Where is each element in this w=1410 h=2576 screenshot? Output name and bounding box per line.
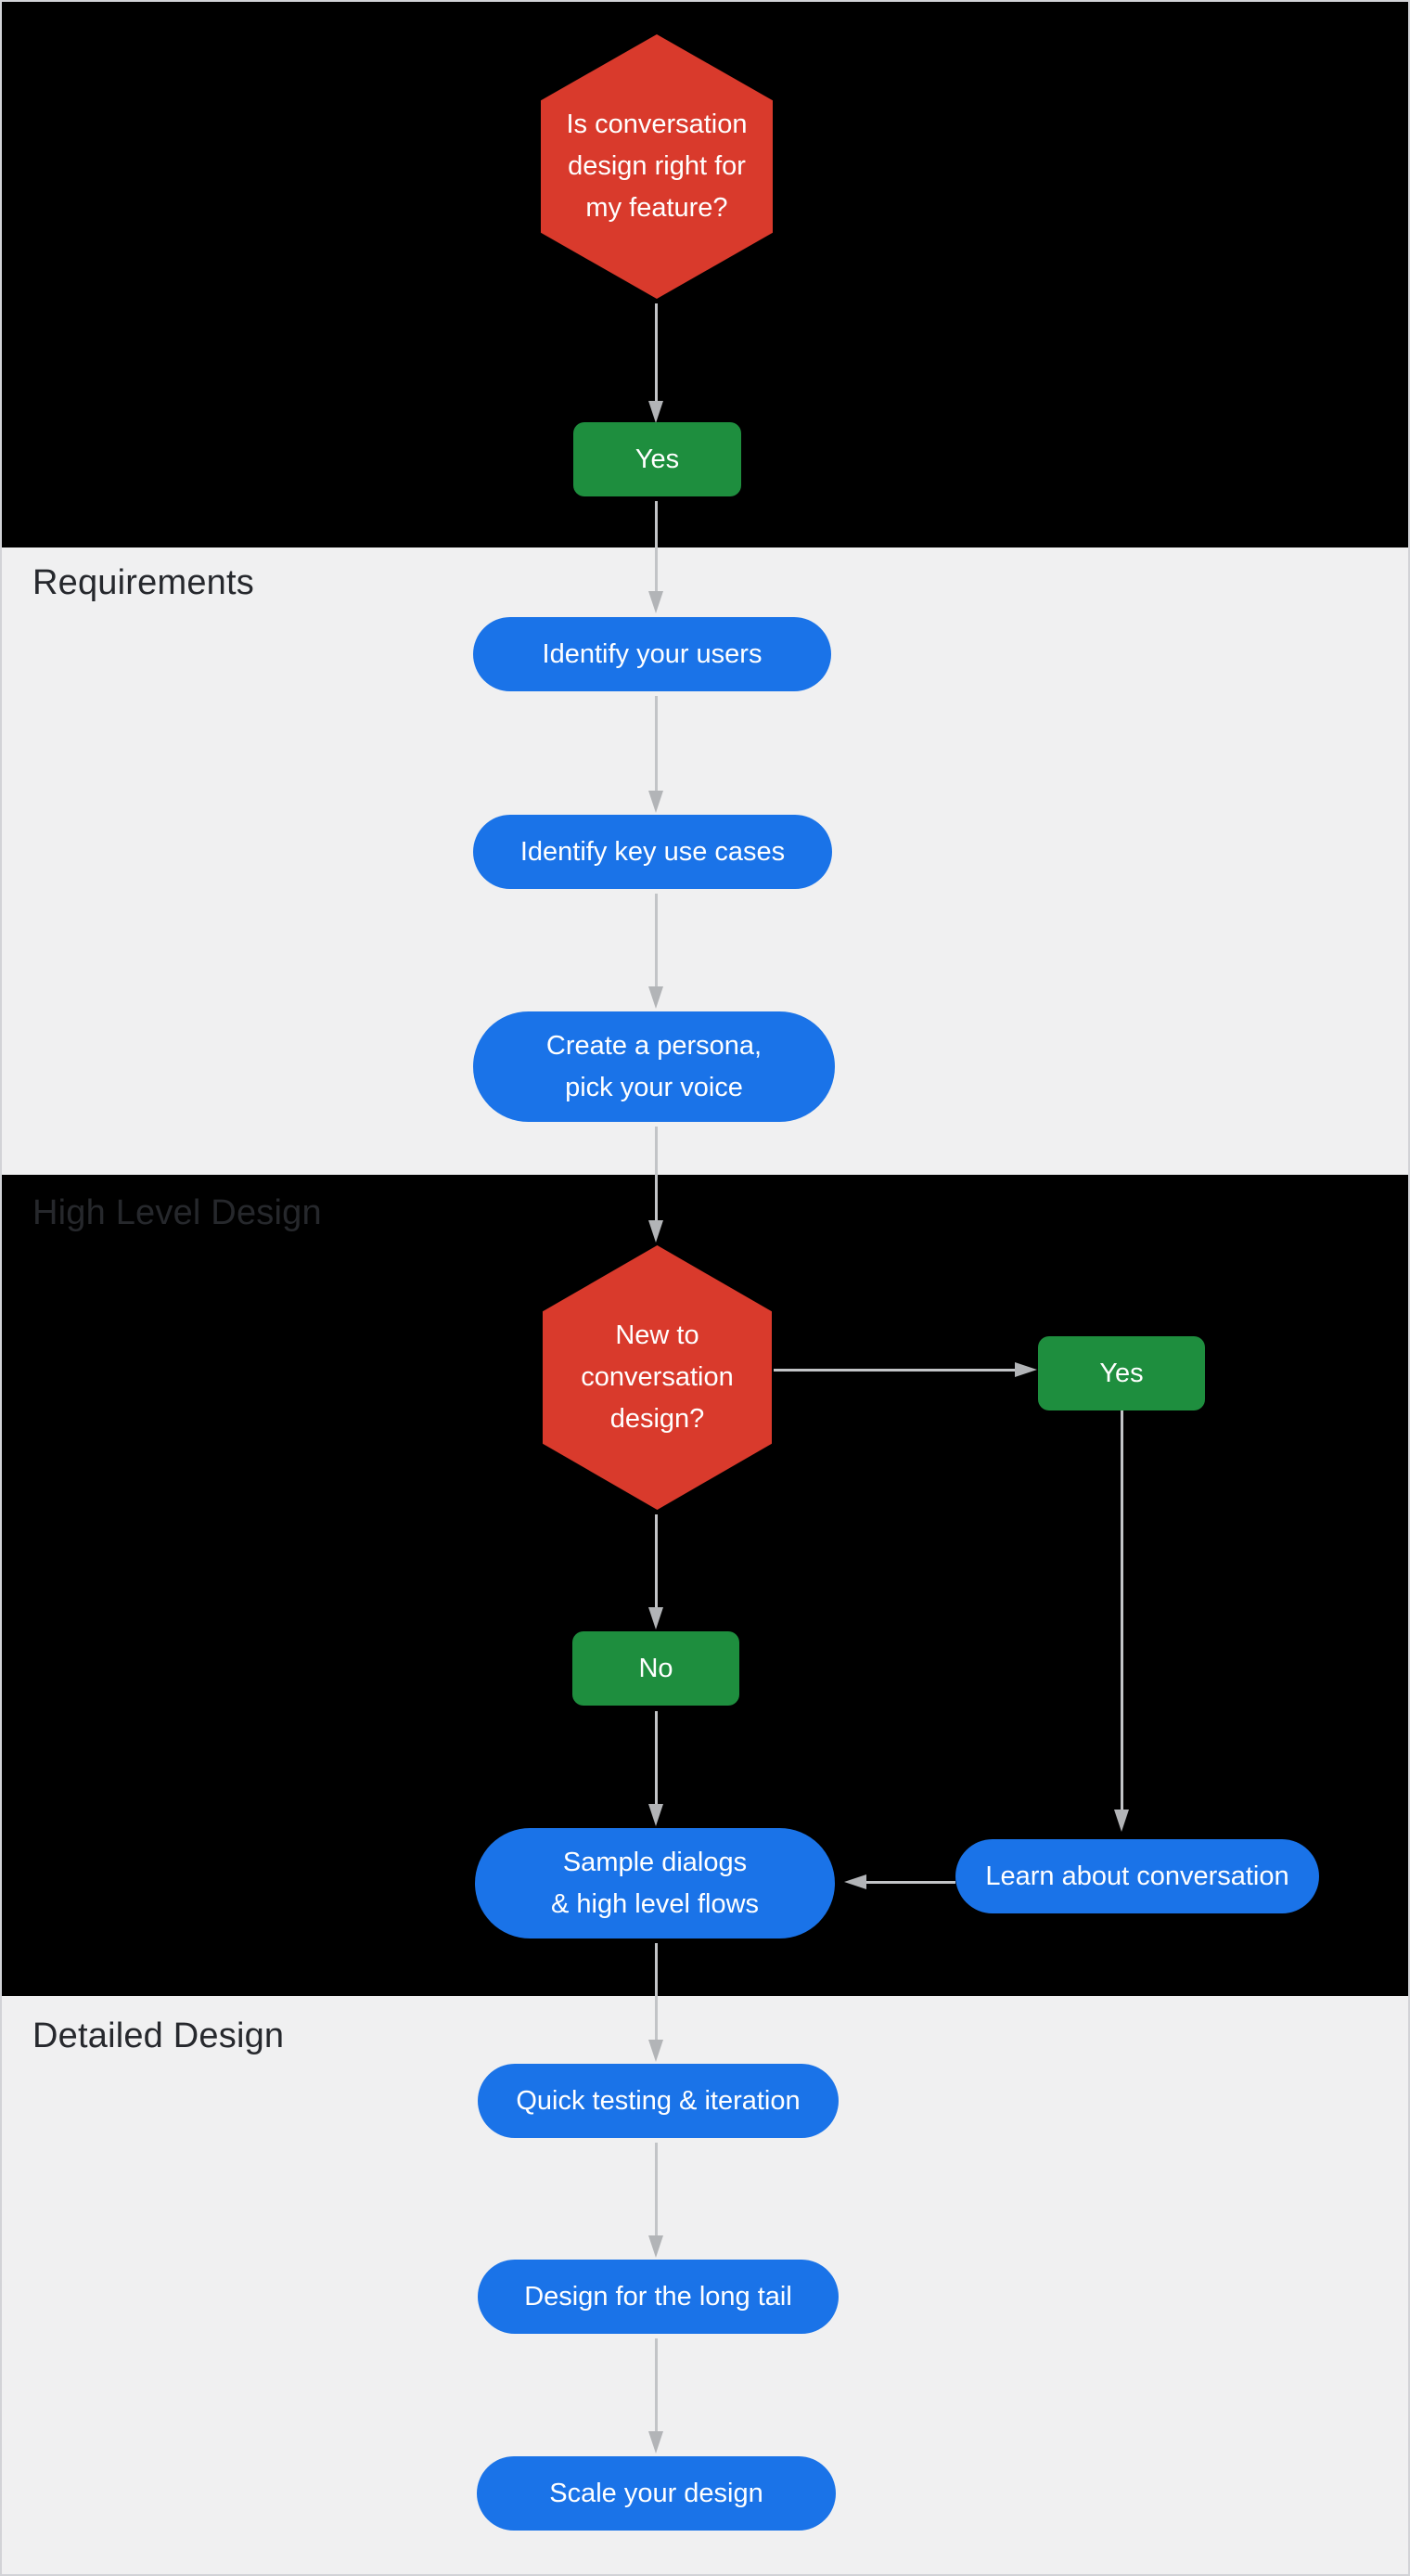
step-label: Learn about conversation	[985, 1861, 1289, 1891]
arrow-down-icon	[648, 591, 663, 613]
arrow-down-icon	[1114, 1810, 1129, 1832]
arrow-down-icon	[648, 2431, 663, 2454]
step-label-line: pick your voice	[565, 1072, 743, 1102]
arrow-stem	[1121, 1410, 1123, 1810]
arrow-stem	[655, 1127, 658, 1220]
section-label-detailed-design: Detailed Design	[32, 2016, 285, 2055]
arrow-down-icon	[648, 986, 663, 1009]
arrow-down-icon	[648, 2235, 663, 2258]
step-label-line: & high level flows	[550, 1888, 760, 1919]
decision-node-line: design?	[609, 1404, 705, 1434]
step-label: Identify your users	[542, 638, 763, 669]
step-quick-testing[interactable]: Quick testing & iteration	[478, 2064, 839, 2138]
decision-node-is-conversation-design-right: Is conversation design right for my feat…	[541, 34, 773, 299]
no-button-new[interactable]: No	[572, 1631, 739, 1706]
arrow-down-icon	[648, 1804, 663, 1826]
arrow-stem	[655, 2338, 658, 2431]
arrow-stem	[655, 1943, 658, 2040]
button-label: Yes	[634, 444, 680, 474]
arrow-stem	[655, 303, 658, 401]
arrow-stem	[655, 501, 658, 591]
step-sample-dialogs[interactable]: Sample dialogs & high level flows	[475, 1828, 835, 1938]
button-label: Yes	[1099, 1358, 1144, 1388]
yes-button-new[interactable]: Yes	[1038, 1336, 1205, 1410]
step-learn-about-conversation[interactable]: Learn about conversation	[955, 1839, 1319, 1913]
step-label: Identify key use cases	[519, 836, 786, 867]
section-label-requirements: Requirements	[32, 563, 254, 602]
arrow-stem	[655, 1711, 658, 1804]
yes-button-fit[interactable]: Yes	[573, 422, 741, 496]
step-label-line: Sample dialogs	[562, 1847, 748, 1877]
step-label: Design for the long tail	[524, 2281, 792, 2312]
arrow-right-icon	[1015, 1362, 1037, 1377]
arrow-stem	[655, 894, 658, 986]
arrow-stem	[655, 2143, 658, 2235]
section-label-high-level-design: High Level Design	[32, 1193, 322, 1232]
step-label: Quick testing & iteration	[516, 2085, 801, 2116]
arrow-stem	[655, 696, 658, 791]
step-label: Scale your design	[549, 2478, 763, 2508]
decision-node-line: my feature?	[585, 193, 728, 223]
step-identify-key-use-cases[interactable]: Identify key use cases	[473, 815, 832, 889]
decision-node-line: Is conversation	[566, 109, 748, 139]
step-design-long-tail[interactable]: Design for the long tail	[478, 2260, 839, 2334]
arrow-stem	[866, 1881, 955, 1884]
arrow-down-icon	[648, 1607, 663, 1629]
step-scale-your-design[interactable]: Scale your design	[477, 2456, 836, 2531]
decision-node-line: conversation	[581, 1362, 734, 1392]
arrow-left-icon	[844, 1874, 866, 1889]
arrow-stem	[774, 1369, 1015, 1372]
step-identify-your-users[interactable]: Identify your users	[473, 617, 831, 691]
step-label-line: Create a persona,	[545, 1030, 763, 1061]
step-create-persona[interactable]: Create a persona, pick your voice	[473, 1011, 835, 1122]
arrow-down-icon	[648, 791, 663, 813]
decision-node-line: design right for	[568, 151, 746, 181]
arrow-stem	[655, 1514, 658, 1607]
arrow-down-icon	[648, 2040, 663, 2062]
arrow-down-icon	[648, 401, 663, 423]
arrow-down-icon	[648, 1220, 663, 1243]
decision-node-new-to-conversation-design: New to conversation design?	[543, 1245, 772, 1510]
decision-node-line: New to	[615, 1320, 699, 1350]
button-label: No	[638, 1653, 673, 1683]
